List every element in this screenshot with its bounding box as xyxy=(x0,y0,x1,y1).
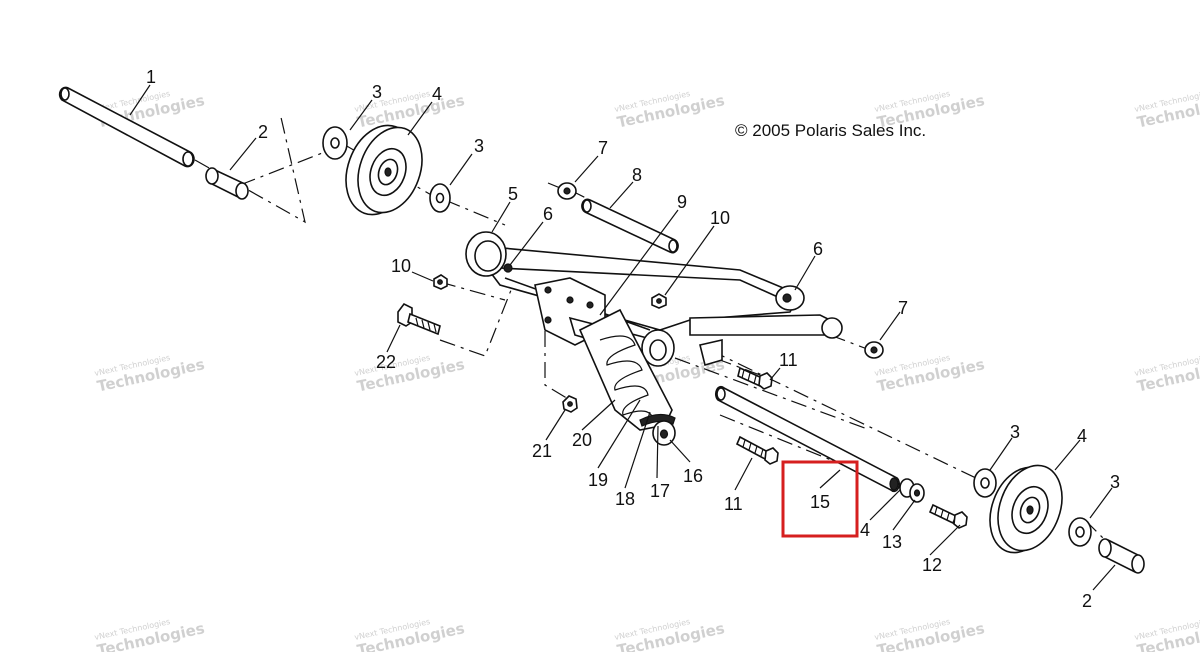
part-3-washer-right-outer xyxy=(973,468,997,498)
callout-4: 4 xyxy=(1077,426,1087,446)
watermark: vNext Technologies Technologies xyxy=(874,617,987,652)
callout-7: 7 xyxy=(898,298,908,318)
watermark: vNext Technologies Technologies xyxy=(354,617,467,652)
watermark: vNext Technologies Technologies xyxy=(1134,353,1200,395)
callout-9: 9 xyxy=(677,192,687,212)
callout-3: 3 xyxy=(1110,472,1120,492)
highlight-box xyxy=(781,460,859,538)
watermark: vNext Technologies Technologies xyxy=(874,353,987,395)
callout-5: 5 xyxy=(508,184,518,204)
part-5-a-arm xyxy=(465,231,843,339)
part-10-nut-right xyxy=(651,293,667,309)
watermark: vNext Technologies Technologies xyxy=(354,89,467,131)
callout-16: 16 xyxy=(683,466,703,486)
part-2-spacer-right xyxy=(1098,538,1145,574)
watermark: vNext Technologies Technologies xyxy=(614,89,727,131)
highlight-callout-15[interactable]: 15 xyxy=(781,460,859,538)
part-12-bolt xyxy=(928,503,968,529)
part-13-washer xyxy=(899,478,925,503)
callout-3: 3 xyxy=(1010,422,1020,442)
part-10-nut-left xyxy=(433,274,448,290)
callout-3: 3 xyxy=(372,82,382,102)
callout-22: 22 xyxy=(376,352,396,372)
watermark: vNext Technologies Technologies xyxy=(1134,617,1200,652)
callout-21: 21 xyxy=(532,441,552,461)
watermark: vNext Technologies Technologies xyxy=(94,353,207,395)
callout-leaders xyxy=(129,84,1116,591)
callout-13: 13 xyxy=(882,532,902,552)
part-8-cross-shaft xyxy=(581,198,679,254)
callout-4: 4 xyxy=(860,520,870,540)
part-19-spring xyxy=(599,335,654,421)
callout-1: 1 xyxy=(146,67,156,87)
callout-10: 10 xyxy=(710,208,730,228)
callout-6: 6 xyxy=(813,239,823,259)
part-15-rear-shaft xyxy=(714,385,901,493)
copyright-notice: © 2005 Polaris Sales Inc. xyxy=(735,121,926,140)
callout-2: 2 xyxy=(1082,591,1092,611)
callout-6: 6 xyxy=(543,204,553,224)
part-7-nut-top xyxy=(557,182,577,200)
part-11-bolt-lower xyxy=(735,435,779,465)
callout-20: 20 xyxy=(572,430,592,450)
part-22-bolt xyxy=(397,302,441,336)
part-21-lock-nut xyxy=(562,395,578,413)
watermark: vNext Technologies Technologies xyxy=(1134,89,1200,131)
part-1-shaft xyxy=(58,86,195,168)
part-4-wheel-right xyxy=(989,464,1063,554)
callout-labels: 1 2 3 4 3 5 6 7 8 9 10 6 7 10 22 21 20 1… xyxy=(146,67,1120,611)
part-3-washer-right-inner xyxy=(1068,517,1092,547)
watermark: vNext Technologies Technologies xyxy=(94,617,207,652)
callout-7: 7 xyxy=(598,138,608,158)
callout-8: 8 xyxy=(632,165,642,185)
part-3-washer-left-inner xyxy=(429,183,451,213)
callout-18: 18 xyxy=(615,489,635,509)
callout-3: 3 xyxy=(474,136,484,156)
part-4-wheel-left xyxy=(345,124,423,216)
callout-11: 11 xyxy=(724,494,743,514)
part-11-bolt-upper xyxy=(737,366,773,390)
part-3-washer-left-outer xyxy=(322,126,348,160)
callout-2: 2 xyxy=(258,122,268,142)
watermark: vNext Technologies Technologies xyxy=(354,353,467,395)
callout-4: 4 xyxy=(432,84,442,104)
callout-10: 10 xyxy=(391,256,411,276)
part-2-spacer-left xyxy=(205,167,249,200)
callout-11: 11 xyxy=(779,350,798,370)
callout-19: 19 xyxy=(588,470,608,490)
watermark: vNext Technologies Technologies xyxy=(614,617,727,652)
callout-17: 17 xyxy=(650,481,670,501)
callout-15: 15 xyxy=(810,492,830,512)
callout-12: 12 xyxy=(922,555,942,575)
part-7-nut-right xyxy=(864,341,884,359)
